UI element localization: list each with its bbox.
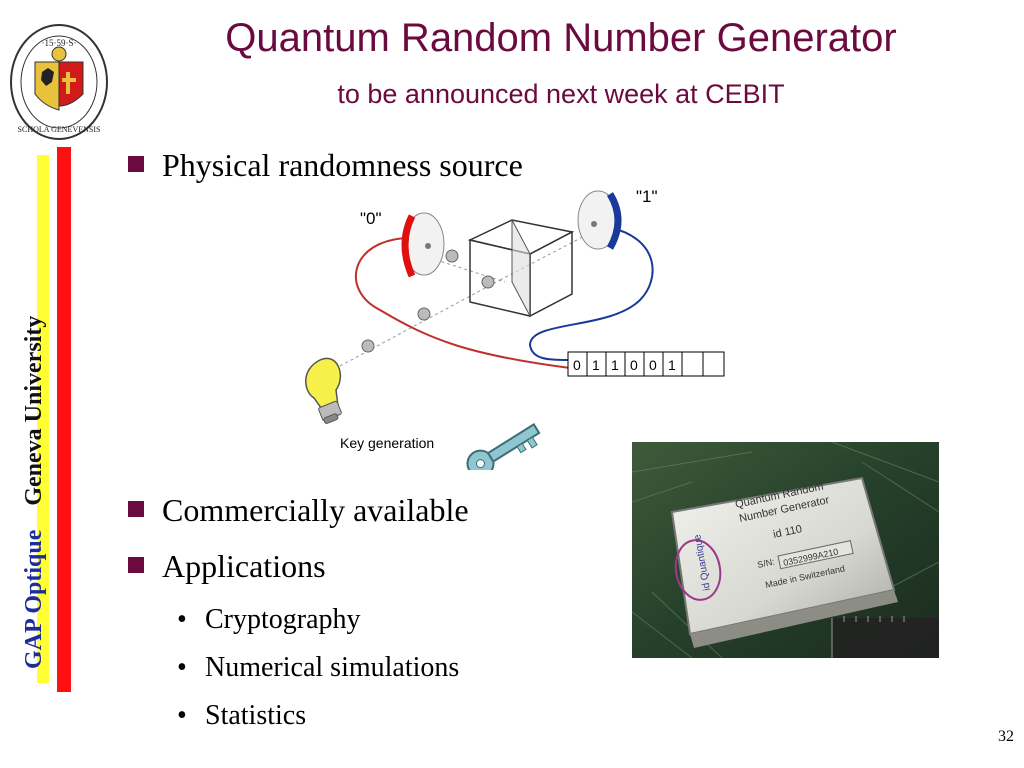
bullet-text: Physical randomness source bbox=[162, 147, 523, 183]
university-label: Geneva University bbox=[21, 315, 47, 506]
product-photo: id Quantique Quantum Random Number Gener… bbox=[632, 442, 939, 658]
bit-cell: 0 bbox=[630, 357, 638, 373]
sub-item-text: Cryptography bbox=[205, 604, 361, 635]
yellow-stripe bbox=[37, 155, 49, 683]
brand-label: GAP Optique bbox=[21, 529, 47, 669]
lightbulb-icon bbox=[305, 357, 342, 424]
label-one: "1" bbox=[636, 187, 658, 206]
key-generation-label: Key generation bbox=[340, 435, 434, 451]
slide-subtitle: to be announced next week at CEBIT bbox=[337, 79, 785, 109]
bit-cell: 0 bbox=[649, 357, 657, 373]
label-zero: "0" bbox=[360, 209, 382, 228]
bit-cell: 1 bbox=[592, 357, 600, 373]
page-number: 32 bbox=[998, 728, 1014, 745]
sub-item-text: Statistics bbox=[205, 700, 307, 731]
bullet-square-icon bbox=[128, 156, 144, 172]
bullet-square-icon bbox=[128, 557, 144, 573]
geneva-university-seal: ·15·59·S· SCHOLA GENEVENSIS bbox=[10, 24, 108, 140]
bullet-square-icon bbox=[128, 501, 144, 517]
photo-serial-label: S/N: bbox=[756, 557, 775, 570]
key-icon bbox=[466, 423, 541, 470]
bullet-text: Commercially available bbox=[162, 492, 469, 528]
bit-register: 0 1 1 0 0 1 bbox=[567, 351, 725, 377]
sidebar-label: GAP Optique Geneva University bbox=[17, 316, 51, 669]
seal-text-top: ·15·59·S· bbox=[42, 38, 77, 48]
red-stripe bbox=[57, 147, 71, 692]
qrng-diagram: "0" "1" 0 1 1 0 0 bbox=[305, 187, 725, 470]
slide-title: Quantum Random Number Generator bbox=[225, 16, 897, 60]
bit-cell: 0 bbox=[573, 357, 581, 373]
photo-id: id 110 bbox=[772, 523, 803, 541]
bullet-text: Applications bbox=[162, 548, 326, 584]
sub-item-text: Numerical simulations bbox=[205, 652, 460, 683]
bit-cell: 1 bbox=[668, 357, 676, 373]
bit-cell: 1 bbox=[611, 357, 619, 373]
seal-text-bottom: SCHOLA GENEVENSIS bbox=[18, 125, 101, 134]
